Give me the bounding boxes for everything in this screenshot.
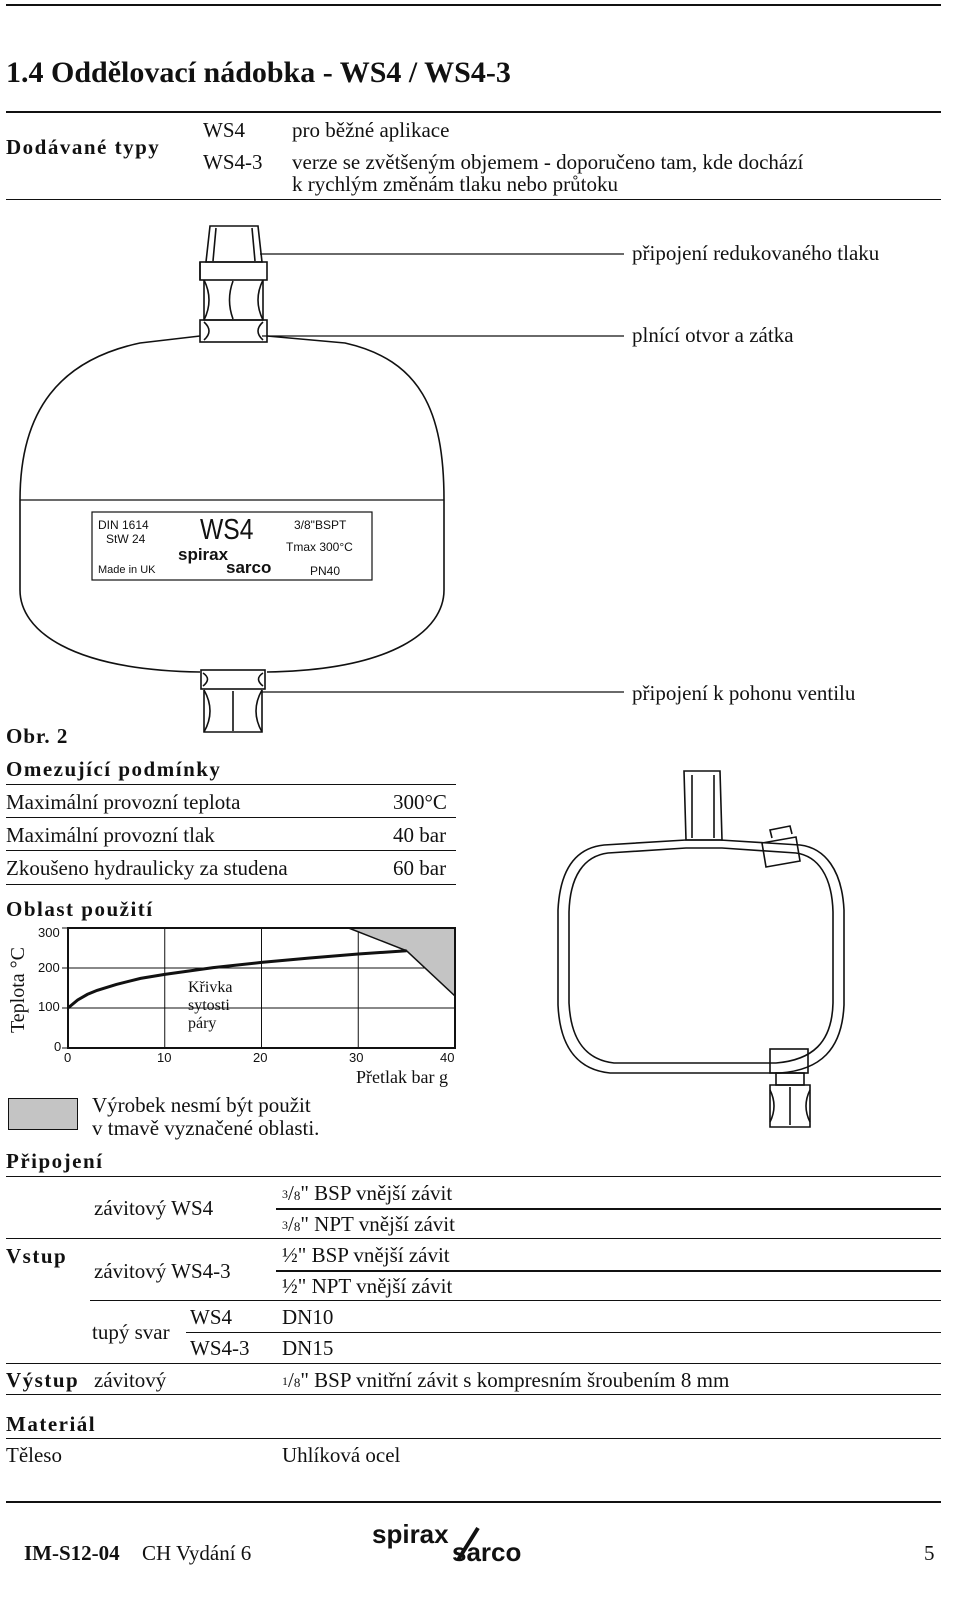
footer-page-number: 5 [924,1541,935,1565]
inlet-rule-1 [276,1208,941,1210]
chart-ytick: 200 [38,960,60,975]
inlet-rule-3 [276,1270,941,1272]
material-rule [6,1438,941,1439]
types-rule [6,199,941,200]
chart-ytick: 0 [54,1039,62,1054]
vessel-drawing-side [557,770,845,1128]
limit-value-pressure: 40 bar [393,823,447,847]
nameplate-thread: 3/8"BSPT [294,518,347,532]
butt-size-dn15: DN15 [282,1336,334,1360]
chart-xtick: 0 [64,1050,72,1065]
chart-xtick: 20 [253,1050,268,1065]
chart-xlabel: Přetlak bar g [356,1067,448,1087]
callout-actuator: připojení k pohonu ventilu [632,681,856,705]
application-heading: Oblast použití [6,897,154,921]
butt-rule [186,1332,941,1333]
chart-xtick: 10 [157,1050,172,1065]
restricted-region [348,927,456,998]
curve-label-line: sytosti [188,997,230,1014]
nameplate-brand-bottom: sarco [226,558,272,577]
footer-logo-bottom: sarco [452,1537,522,1567]
chart-ytick: 300 [38,925,60,940]
material-heading: Materiál [6,1412,97,1436]
inlet-type-ws4: závitový WS4 [94,1196,214,1220]
limits-rule-4 [6,884,456,885]
vessel-drawing [19,225,624,733]
material-body-label: Těleso [6,1443,62,1467]
butt-weld-label: tupý svar [92,1320,170,1344]
nameplate-brand-top: spirax [178,545,229,564]
footer-doc-code: IM-S12-04 [24,1541,120,1565]
outlet-type: závitový [94,1368,167,1392]
nameplate-stw: StW 24 [106,532,146,546]
footer-rule [6,1501,941,1503]
section-title: 1.4 Oddělovací nádobka - WS4 / WS4-3 [6,56,511,89]
limits-rule-3 [6,850,456,851]
chart-frame [67,927,456,1049]
legend-text-2: v tmavě vyznačené oblasti. [92,1116,320,1140]
chart-xtick: 30 [349,1050,364,1065]
limit-value-temperature: 300°C [393,790,447,814]
type-desc-ws4: pro běžné aplikace [292,118,450,142]
nameplate-pn: PN40 [310,564,341,578]
inlet-label: Vstup [6,1244,68,1268]
outlet-label: Výstup [6,1368,80,1392]
nameplate-made: Made in UK [98,564,156,576]
inlet-spec-npt-38: 3/8" NPT vnější závit [282,1212,455,1236]
saturation-curve [67,949,407,1010]
nameplate-tmax: Tmax 300°C [286,540,353,554]
inlet-spec-bsp-38: 3/8" BSP vnější závit [282,1181,453,1205]
top-rule [6,4,941,6]
inlet-spec-npt-12: ½" NPT vnější závit [282,1274,453,1298]
butt-model-ws4: WS4 [190,1305,232,1329]
outlet-bottom-rule [6,1394,941,1395]
callout-reduced-pressure: připojení redukovaného tlaku [632,241,880,265]
limit-label-hydro: Zkoušeno hydraulicky za studena [6,856,288,880]
callout-fill-plug: plnící otvor a zátka [632,323,794,347]
connections-heading: Připojení [6,1149,104,1173]
limits-rule-2 [6,817,456,818]
inlet-type-ws4-3: závitový WS4-3 [94,1259,231,1283]
inlet-rule-4 [90,1300,941,1301]
chart-ytick: 100 [38,999,60,1014]
inlet-spec-bsp-12: ½" BSP vnější závit [282,1243,450,1267]
legend-text-1: Výrobek nesmí být použit [92,1093,311,1117]
footer-logo-top: spirax [372,1519,449,1549]
type-desc-ws4-3-line2: k rychlým změnám tlaku nebo průtoku [292,172,619,196]
limit-label-pressure: Maximální provozní tlak [6,823,215,847]
inlet-rule-2 [6,1238,941,1239]
type-model-ws4: WS4 [203,118,245,142]
type-model-ws4-3: WS4-3 [203,150,263,174]
footer-logo-slash [456,1526,480,1562]
title-rule [6,111,941,113]
figure-caption: Obr. 2 [6,724,69,748]
outlet-spec: 1/8" BSP vnitřní závit s kompresním šrou… [282,1368,730,1392]
supplied-types-label: Dodávané typy [6,135,161,159]
butt-model-ws4-3: WS4-3 [190,1336,250,1360]
limit-value-hydro: 60 bar [393,856,447,880]
chart-xtick: 40 [440,1050,455,1065]
limits-heading: Omezující podmínky [6,757,222,781]
type-desc-ws4-3-line1: verze se zvětšeným objemem - doporučeno … [292,150,804,174]
curve-label-line: páry [188,1015,217,1032]
footer-edition: CH Vydání 6 [142,1541,252,1565]
application-chart [62,927,456,1049]
butt-size-dn10: DN10 [282,1305,334,1329]
material-body-value: Uhlíková ocel [282,1443,401,1467]
legend-swatch [8,1098,78,1130]
chart-ylabel: Teplota °C [7,946,29,1034]
connections-rule [6,1176,941,1177]
outlet-top-rule [6,1363,941,1364]
limit-label-temperature: Maximální provozní teplota [6,790,241,814]
nameplate-din: DIN 1614 [98,518,149,532]
nameplate-model: WS4 [200,514,254,546]
limits-rule-1 [6,784,456,785]
footer-logo: spirax sarco [372,1520,542,1566]
curve-label-line: Křivka [188,979,233,996]
